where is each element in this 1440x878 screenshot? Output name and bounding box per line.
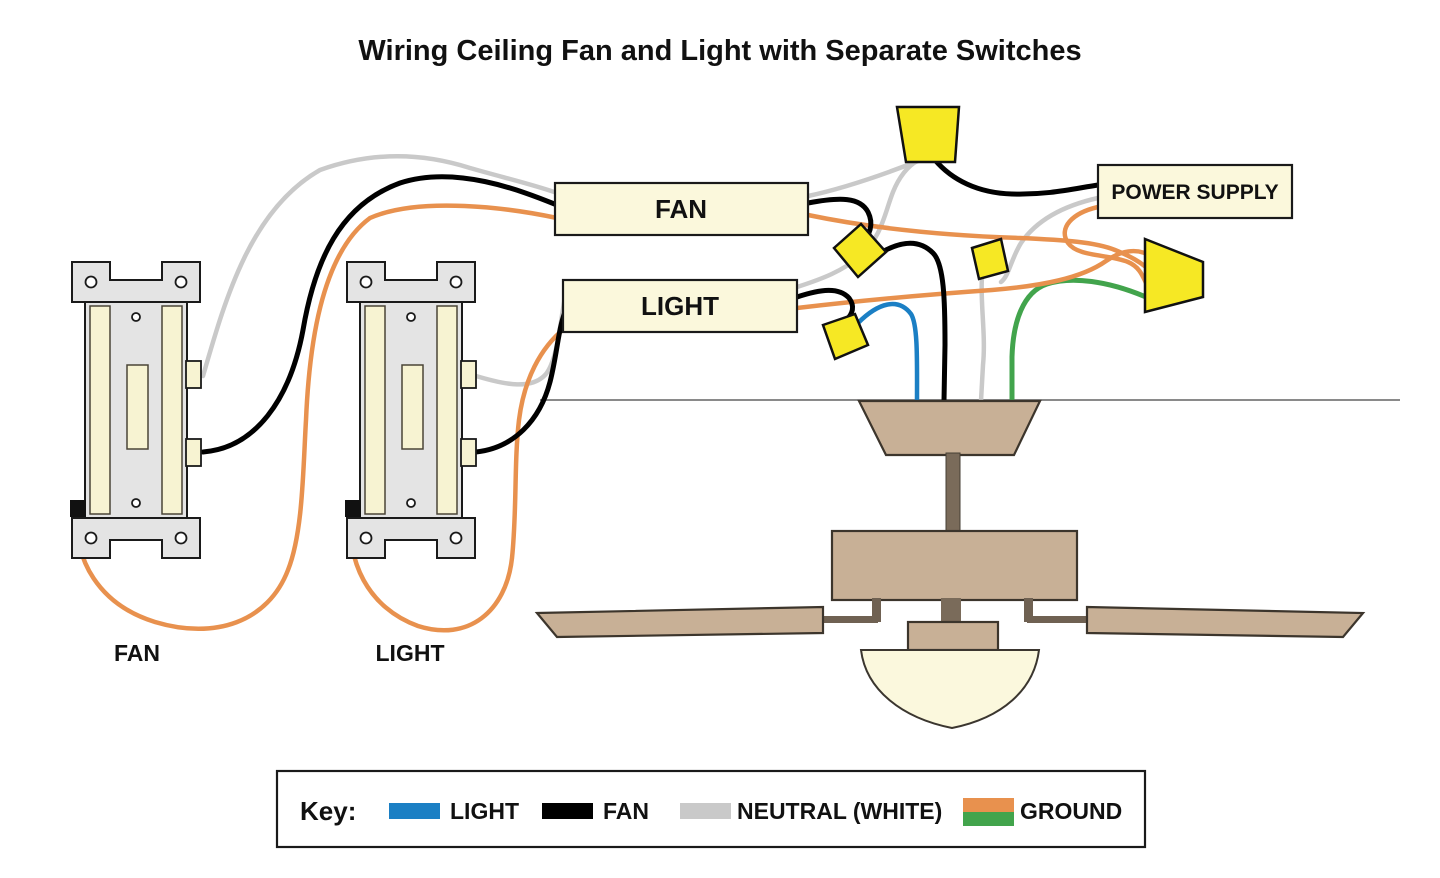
fan-switch-toggle xyxy=(126,364,149,450)
ground-wire-fan-box-to-nut xyxy=(805,212,1150,271)
neutral-wire-power-supply-to-nut xyxy=(998,195,1101,285)
light-switch-ground-terminal xyxy=(345,500,361,517)
fan-blade-right xyxy=(1085,605,1366,639)
ceiling-fan xyxy=(534,399,1366,730)
fan-wire-nut-to-fan-canopy xyxy=(871,240,948,404)
label-boxes: FAN LIGHT POWER SUPPLY xyxy=(553,163,1294,334)
key-swatch-neutral xyxy=(680,803,731,819)
fan-switch: FAN xyxy=(70,261,202,666)
light-switch-screw xyxy=(449,531,463,545)
wire-nut-fan-icon xyxy=(832,222,888,279)
key-swatch-ground-green xyxy=(963,812,1014,826)
light-switch-screw xyxy=(406,312,416,322)
fan-canopy xyxy=(857,399,1042,457)
fan-switch-screw xyxy=(174,275,188,289)
wire-nut-ground-icon xyxy=(1143,237,1205,314)
fan-blade-arm-right xyxy=(1024,598,1033,622)
fan-switch-right-slot xyxy=(161,305,183,515)
fan-light-fitter xyxy=(906,620,1000,652)
wire-nut-neutral-icon xyxy=(970,237,1010,281)
light-switch-toggle xyxy=(401,364,424,450)
ground-green-wire-nut-to-fan-canopy xyxy=(1009,277,1149,404)
key-swatch-fan xyxy=(542,803,593,819)
fan-box-label: FAN xyxy=(655,194,707,224)
fan-light-globe xyxy=(859,649,1041,730)
key-label-ground: GROUND xyxy=(1020,798,1122,824)
key-swatch-ground-copper xyxy=(963,798,1014,812)
ground-wire-power-supply-to-nut xyxy=(1062,204,1150,288)
fan-switch-ground-terminal xyxy=(70,500,86,517)
key-legend: Key: LIGHT FAN NEUTRAL (WHITE) GROUND xyxy=(275,769,1147,849)
ground-wire-light-box-to-nut xyxy=(794,248,1150,311)
light-switch-terminal-top xyxy=(460,360,477,389)
key-swatch-light xyxy=(389,803,440,819)
wire-nuts xyxy=(821,105,1205,361)
fan-wire-nut-to-power-supply xyxy=(932,157,1101,197)
ground-wire-light-switch-to-light-box xyxy=(348,325,568,633)
light-box xyxy=(561,278,799,334)
fan-switch-label: FAN xyxy=(114,640,160,666)
page-title: Wiring Ceiling Fan and Light with Separa… xyxy=(358,35,1081,67)
fan-switch-screw xyxy=(84,531,98,545)
power-supply-box xyxy=(1096,163,1294,220)
light-switch-screw xyxy=(359,531,373,545)
fan-motor-housing xyxy=(830,529,1079,602)
wires xyxy=(74,154,1150,633)
light-box-label: LIGHT xyxy=(641,291,719,321)
key-label-light: LIGHT xyxy=(450,798,519,824)
fan-switch-bottom-bracket xyxy=(71,517,201,559)
fan-switch-screw xyxy=(131,498,141,508)
fan-blade-arm-left xyxy=(872,598,881,622)
fan-switch-screw xyxy=(131,312,141,322)
fan-switch-screw xyxy=(84,275,98,289)
light-switch-screw xyxy=(449,275,463,289)
key-label-fan: FAN xyxy=(603,798,649,824)
fan-blade-arm-right xyxy=(1027,616,1089,623)
power-supply-box-label: POWER SUPPLY xyxy=(1111,181,1278,204)
fan-blade-left xyxy=(534,605,825,639)
fan-downrod xyxy=(945,452,961,536)
wire-nut-light-icon xyxy=(821,312,870,361)
key-label-neutral: NEUTRAL (WHITE) xyxy=(737,798,942,824)
fan-switch-terminal-bottom xyxy=(185,438,202,467)
light-switch-bottom-bracket xyxy=(346,517,476,559)
ground-wire-fan-switch-to-fan-box xyxy=(74,203,560,631)
fan-wire-light-switch-to-light-box xyxy=(473,309,568,455)
key-heading: Key: xyxy=(300,796,356,826)
fan-switch-left-slot xyxy=(89,305,111,515)
fan-wire-fan-switch-to-fan-box xyxy=(200,174,560,455)
light-switch-screw xyxy=(359,275,373,289)
light-wire-nut-to-fan-canopy xyxy=(855,301,920,404)
fan-box xyxy=(553,181,810,237)
light-switch-terminal-bottom xyxy=(460,438,477,467)
light-switch-right-slot xyxy=(436,305,458,515)
fan-switch-terminal-top xyxy=(185,360,202,389)
light-switch: LIGHT xyxy=(345,261,477,666)
neutral-wire-nut-to-fan-canopy xyxy=(978,274,987,404)
fan-light-stem xyxy=(941,598,961,624)
light-switch-screw xyxy=(406,498,416,508)
fan-blade-arm-left xyxy=(820,616,878,623)
wire-nut-top-icon xyxy=(895,105,961,164)
fan-switch-screw xyxy=(174,531,188,545)
light-switch-left-slot xyxy=(364,305,386,515)
neutral-wire-fan-switch-to-fan-box xyxy=(200,154,560,379)
light-switch-label: LIGHT xyxy=(376,640,445,666)
